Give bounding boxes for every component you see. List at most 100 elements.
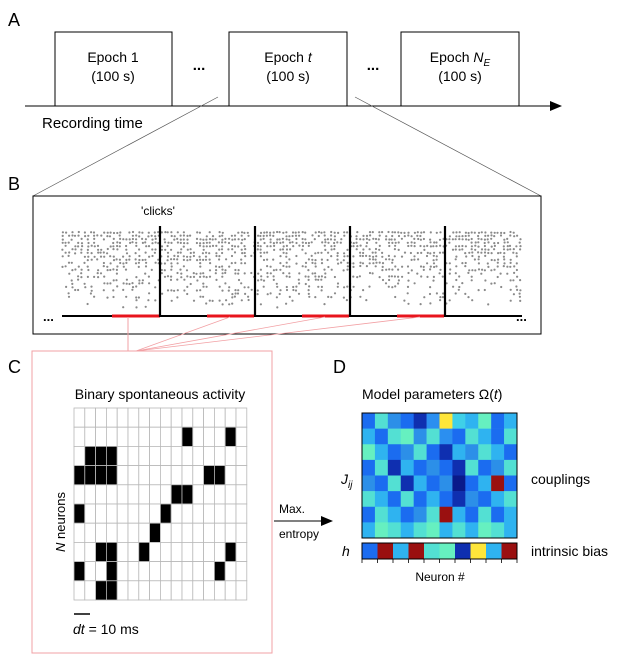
spike-dot — [70, 279, 73, 282]
spike-dot — [304, 265, 307, 268]
spike-dot — [519, 279, 522, 282]
spike-dot — [221, 289, 224, 292]
spike-dot — [205, 241, 208, 244]
spike-dot — [244, 255, 247, 258]
spike-dot — [503, 258, 506, 261]
spike-dot — [186, 255, 189, 258]
spike-dot — [122, 238, 125, 241]
spike-dot — [118, 241, 122, 244]
spike-dot — [330, 268, 333, 271]
spike-dot — [438, 251, 442, 254]
active-cell — [213, 561, 226, 582]
spike-dot — [224, 237, 227, 240]
spike-dot — [103, 275, 106, 278]
coupling-cell — [478, 475, 492, 492]
bias-cell — [377, 543, 394, 559]
spike-dot — [243, 286, 246, 289]
spike-dot — [458, 235, 461, 238]
spike-dot — [144, 272, 147, 275]
spike-dot — [477, 258, 480, 261]
spike-dot — [74, 252, 77, 255]
spike-dot — [256, 293, 259, 296]
spike-dot — [288, 272, 291, 275]
inactive-cell — [170, 542, 183, 563]
spike-dot — [230, 254, 234, 258]
spike-dot — [288, 265, 291, 268]
spike-dot — [176, 278, 179, 281]
spike-dot — [269, 265, 272, 268]
spike-dot — [278, 292, 281, 296]
spike-dot — [179, 234, 182, 237]
spike-dot — [272, 275, 275, 278]
inactive-cell — [159, 542, 172, 563]
active-cell — [149, 522, 161, 543]
spike-dot — [195, 272, 198, 275]
coupling-cell — [362, 506, 376, 523]
spike-dot — [157, 258, 160, 261]
spike-dot — [228, 303, 231, 306]
coupling-cell — [374, 444, 389, 461]
inactive-cell — [203, 580, 215, 601]
spike-dot — [148, 282, 151, 285]
spike-dot — [285, 248, 289, 251]
spike-dot — [166, 259, 169, 262]
spike-dot — [448, 235, 451, 238]
spike-dot — [103, 255, 106, 258]
spike-dot — [506, 248, 509, 251]
spike-dot — [464, 231, 467, 234]
coupling-cell — [439, 444, 453, 461]
spike-dot — [407, 271, 410, 275]
spike-dot — [74, 288, 77, 292]
inactive-cell — [138, 407, 151, 428]
coupling-cell — [478, 506, 492, 523]
coupling-cell — [374, 428, 389, 445]
spike-dot — [176, 258, 179, 261]
spike-dot — [71, 234, 74, 237]
spike-dot — [186, 275, 189, 278]
spike-dot — [260, 275, 263, 278]
spike-dot — [435, 231, 438, 234]
spike-dot — [237, 289, 240, 292]
spike-dot — [247, 295, 250, 298]
spike-dot — [228, 286, 231, 289]
spike-dot — [196, 259, 199, 262]
spike-dot — [195, 237, 199, 240]
spike-dot — [125, 258, 128, 261]
spike-dot — [470, 245, 473, 248]
spike-dot — [67, 241, 70, 244]
spike-dot — [285, 255, 288, 258]
spike-dot — [374, 258, 377, 261]
spike-dot — [125, 295, 128, 298]
coupling-cell — [478, 413, 492, 429]
spike-dot — [106, 282, 109, 285]
coupling-cell — [374, 413, 389, 429]
spike-dot — [240, 299, 243, 302]
spike-dot — [397, 268, 400, 271]
spike-dot — [516, 288, 519, 291]
spike-dot — [112, 241, 115, 245]
spike-dot — [426, 251, 429, 254]
spike-dot — [320, 251, 323, 254]
spike-dot — [285, 244, 288, 247]
zoom-lines-c — [127, 316, 421, 352]
spike-dot — [115, 279, 118, 282]
spike-dot — [461, 238, 464, 241]
spike-dot — [262, 279, 266, 282]
panel-label-c: C — [8, 357, 21, 377]
spike-dot — [180, 272, 183, 275]
spike-dot — [384, 282, 388, 285]
spike-dot — [208, 241, 211, 244]
inactive-cell — [213, 426, 226, 447]
spike-dot — [365, 237, 368, 240]
spike-dot — [173, 258, 176, 261]
inactive-cell — [203, 484, 215, 505]
inactive-cell — [149, 484, 161, 505]
epoch-1-title: Epoch 1 — [87, 49, 139, 65]
spike-dot — [420, 275, 423, 278]
spike-dot — [452, 231, 455, 234]
spike-dot — [170, 289, 173, 292]
spike-dot — [442, 292, 445, 295]
spike-dot — [272, 269, 275, 272]
spike-dot — [483, 244, 486, 248]
